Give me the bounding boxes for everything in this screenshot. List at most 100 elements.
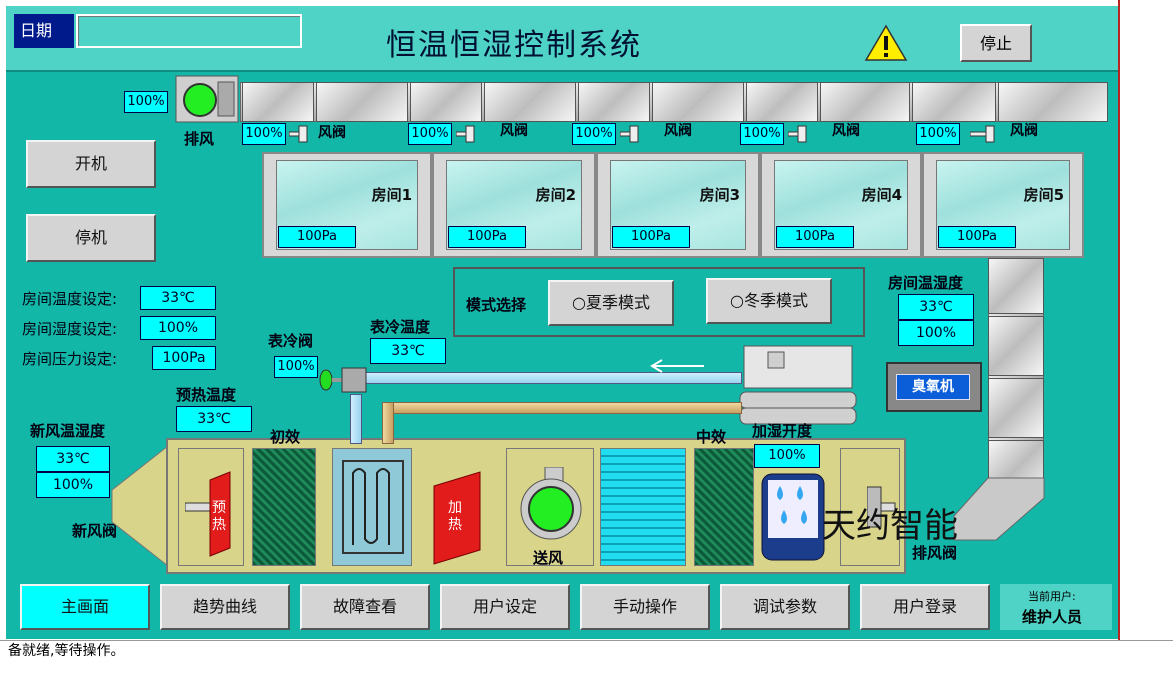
nav-manual[interactable]: 手动操作 [580,584,710,630]
hmi-screen: 日期 恒温恒湿控制系统 停止 100% 排风 100% 风阀 100% 风阀 [6,6,1118,639]
damper-percent: 100% [408,123,452,145]
nav-main[interactable]: 主画面 [20,584,150,630]
damper-percent: 100% [242,123,286,145]
exhaust-fan-label: 排风 [184,130,215,148]
primary-filter[interactable] [252,448,316,566]
start-button[interactable]: 开机 [26,140,156,188]
winter-mode-button[interactable]: ○冬季模式 [706,278,832,324]
nav-fault[interactable]: 故障查看 [300,584,430,630]
brand-logo: 天约智能 [822,506,958,546]
room-name: 房间3 [699,186,740,204]
supply-fan-label: 送风 [533,549,564,567]
preheat-coil-text: 预热 [212,500,226,533]
room-pressure: 100Pa [776,226,854,248]
damper-valve-icon [456,125,475,143]
fresh-air-valve-label: 新风阀 [72,522,118,540]
preheat-coil-icon[interactable] [204,470,234,558]
room-pressure: 100Pa [938,226,1016,248]
room-3[interactable]: 房间3 100Pa [596,152,760,258]
damper-valve-icon [289,125,308,143]
fresh-air-hum-value: 100% [36,472,110,498]
room-th-label: 房间温湿度 [888,274,964,292]
medium-filter-label: 中效 [696,428,727,446]
cooling-valve-label: 表冷阀 [268,332,314,350]
status-bar: 备就绪,等待操作。 [0,640,1173,673]
nav-trend[interactable]: 趋势曲线 [160,584,290,630]
room-name: 房间4 [861,186,902,204]
header-bar: 日期 恒温恒湿控制系统 停止 [6,6,1118,72]
current-user-panel: 当前用户: 维护人员 [1000,584,1112,630]
damper-percent: 100% [740,123,784,145]
humidifier-label: 加湿开度 [752,422,813,440]
return-water-pipe [382,402,742,414]
supply-plenum [600,448,686,566]
current-user-name: 维护人员 [1022,608,1083,626]
radio-icon: ○ [730,291,744,310]
stop-alarm-button[interactable]: 停止 [960,24,1032,62]
damper-label: 风阀 [318,125,346,141]
cooling-temp-label: 表冷温度 [370,318,431,336]
current-user-caption: 当前用户: [1028,590,1076,603]
bottom-navigation: 主画面 趋势曲线 故障查看 用户设定 手动操作 调试参数 用户登录 当前用户: … [6,578,1118,639]
hum-setpoint-value[interactable]: 100% [140,316,216,340]
damper-label: 风阀 [832,123,860,139]
damper-label: 风阀 [500,123,528,139]
room-pressure: 100Pa [278,226,356,248]
cooling-temp-value: 33℃ [370,338,446,364]
supply-fan-section: 送风 [506,448,594,567]
humidifier-percent: 100% [754,444,820,468]
ozone-label: 臭氧机 [896,374,970,400]
nav-login[interactable]: 用户登录 [860,584,990,630]
nav-user-settings[interactable]: 用户设定 [440,584,570,630]
medium-filter[interactable] [694,448,754,566]
hum-setpoint-label: 房间湿度设定: [22,320,118,338]
room-name: 房间1 [371,186,412,204]
supply-fan-icon[interactable] [515,467,587,543]
nav-debug[interactable]: 调试参数 [720,584,850,630]
humidifier-icon[interactable] [760,472,826,564]
preheat-temp-label: 预热温度 [176,386,237,404]
return-duct-elbow [953,477,1045,541]
air-handling-unit: 预热 加热 送风 [166,438,906,574]
shutdown-button[interactable]: 停机 [26,214,156,262]
damper-label: 风阀 [1010,123,1038,139]
room-5[interactable]: 房间5 100Pa [922,152,1084,258]
radio-icon: ○ [572,293,586,312]
fresh-air-th-label: 新风温湿度 [30,422,106,440]
room-2[interactable]: 房间2 100Pa [432,152,596,258]
primary-filter-label: 初效 [270,428,301,446]
cooling-valve-percent: 100% [274,356,318,378]
damper-valve-icon [788,125,807,143]
exhaust-valve-label: 排风阀 [912,544,958,562]
fresh-air-temp-value: 33℃ [36,446,110,472]
date-label: 日期 [14,14,74,48]
chiller-unit-icon[interactable] [738,342,858,432]
room-hum-value: 100% [898,320,974,346]
room-name: 房间2 [535,186,576,204]
room-name: 房间5 [1023,186,1064,204]
window-edge [1118,0,1120,640]
mode-label: 模式选择 [466,296,527,314]
damper-percent: 100% [916,123,960,145]
warning-icon[interactable] [864,24,908,62]
temp-setpoint-label: 房间温度设定: [22,290,118,308]
room-4[interactable]: 房间4 100Pa [760,152,922,258]
preheat-temp-value: 33℃ [176,406,252,432]
press-setpoint-label: 房间压力设定: [22,350,118,368]
exhaust-valve-icon[interactable] [867,485,897,529]
summer-mode-button[interactable]: ○夏季模式 [548,280,674,326]
temp-setpoint-value[interactable]: 33℃ [140,286,216,310]
damper-valve-icon [970,125,995,143]
exhaust-fan-icon[interactable] [174,72,240,126]
cooling-valve-icon[interactable] [318,362,372,398]
room-pressure: 100Pa [448,226,526,248]
room-1[interactable]: 房间1 100Pa [262,152,432,258]
flow-arrow-icon [650,359,704,373]
damper-percent: 100% [572,123,616,145]
ozone-machine[interactable]: 臭氧机 [886,362,982,412]
heating-coil-icon[interactable] [426,470,482,566]
press-setpoint-value[interactable]: 100Pa [152,346,216,370]
room-pressure: 100Pa [612,226,690,248]
heating-coil-text: 加热 [448,500,462,533]
cooling-coil[interactable] [332,448,412,566]
